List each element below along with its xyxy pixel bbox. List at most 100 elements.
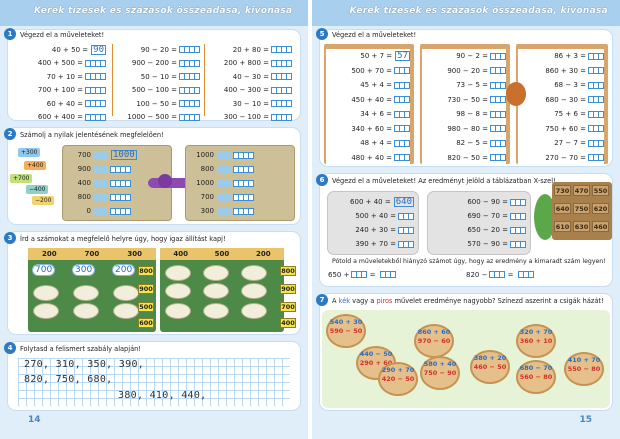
egg-blank[interactable] xyxy=(166,266,190,280)
answer-box[interactable] xyxy=(490,139,506,147)
answer-box[interactable] xyxy=(179,73,200,81)
board-sign[interactable]: 750 xyxy=(573,203,590,214)
answer-box[interactable] xyxy=(394,96,410,104)
answer-box[interactable] xyxy=(490,52,506,60)
answer-box[interactable] xyxy=(588,96,604,104)
answer-box[interactable] xyxy=(588,67,604,75)
answer-box[interactable] xyxy=(179,86,200,94)
equation-row: 1000 − 500 = xyxy=(108,111,200,125)
answer-box[interactable] xyxy=(588,52,604,60)
answer-box[interactable] xyxy=(489,271,506,279)
egg-blank[interactable] xyxy=(204,304,228,318)
answer-box[interactable] xyxy=(271,59,292,67)
answer-box[interactable] xyxy=(110,179,131,187)
answer-box[interactable] xyxy=(179,59,200,67)
board-sign[interactable]: 730 xyxy=(554,185,571,196)
answer-box[interactable] xyxy=(394,81,410,89)
answer-box[interactable] xyxy=(233,179,254,187)
board-sign[interactable]: 620 xyxy=(592,203,609,214)
board-sign[interactable]: 640 xyxy=(554,203,571,214)
red-operation: 420 − 50 xyxy=(381,375,415,383)
egg-blank[interactable] xyxy=(166,304,190,318)
egg-blank[interactable] xyxy=(114,304,138,318)
answer-box[interactable] xyxy=(510,226,526,234)
answer-box[interactable] xyxy=(271,46,292,54)
answer-box[interactable] xyxy=(490,125,506,133)
answer-box[interactable] xyxy=(510,198,526,206)
answer-box[interactable] xyxy=(510,240,526,248)
answer-box[interactable] xyxy=(588,139,604,147)
answer-box[interactable] xyxy=(85,59,106,67)
answer-box[interactable] xyxy=(233,165,254,173)
answer-box[interactable] xyxy=(394,154,410,162)
answer-box[interactable] xyxy=(588,110,604,118)
egg-blank[interactable] xyxy=(242,304,266,318)
answer-box[interactable] xyxy=(85,100,106,108)
board-sign[interactable]: 610 xyxy=(554,221,571,232)
answer-box[interactable] xyxy=(179,46,200,54)
answer-box[interactable] xyxy=(490,110,506,118)
board-sign[interactable]: 460 xyxy=(592,221,609,232)
answer-box[interactable] xyxy=(394,110,410,118)
answer-box[interactable] xyxy=(233,193,254,201)
answer-box[interactable] xyxy=(110,207,131,215)
answer-box[interactable] xyxy=(398,240,414,248)
answer-box[interactable] xyxy=(271,86,292,94)
board-sign[interactable]: 470 xyxy=(573,185,590,196)
answer-box[interactable] xyxy=(110,165,131,173)
answer-box[interactable] xyxy=(394,67,410,75)
answer-box[interactable] xyxy=(379,271,396,279)
answer-box[interactable] xyxy=(271,113,292,121)
red-operation: 560 − 80 xyxy=(519,373,553,381)
answer-box[interactable] xyxy=(588,125,604,133)
answer-box[interactable] xyxy=(85,113,106,121)
answer-box[interactable] xyxy=(233,151,254,159)
answer-box[interactable] xyxy=(85,73,106,81)
squared-grid[interactable] xyxy=(18,358,290,406)
answer-box[interactable] xyxy=(351,271,368,279)
answer-box[interactable] xyxy=(85,86,106,94)
dog-illustration xyxy=(506,82,526,106)
answer-box[interactable] xyxy=(271,100,292,108)
answer-box[interactable] xyxy=(398,212,414,220)
board-sign[interactable]: 550 xyxy=(592,185,609,196)
answer-box[interactable] xyxy=(510,212,526,220)
answer-box[interactable] xyxy=(588,154,604,162)
answer-box[interactable] xyxy=(110,193,131,201)
answer-box[interactable] xyxy=(490,81,506,89)
egg-blank[interactable] xyxy=(204,284,228,298)
answer-box[interactable] xyxy=(394,125,410,133)
answer-box[interactable] xyxy=(398,226,414,234)
egg-blank[interactable] xyxy=(34,304,58,318)
snake-illustration xyxy=(148,178,218,188)
answer-box[interactable] xyxy=(271,73,292,81)
answer-box[interactable] xyxy=(517,271,534,279)
egg-blank[interactable] xyxy=(242,266,266,280)
answer-box[interactable] xyxy=(179,113,200,121)
egg-blank[interactable] xyxy=(74,304,98,318)
egg-blank[interactable] xyxy=(114,286,138,300)
egg-blank[interactable] xyxy=(166,284,190,298)
answer-box[interactable] xyxy=(588,81,604,89)
answer-box[interactable] xyxy=(179,100,200,108)
equation-text: 60 + 40 = xyxy=(46,99,83,108)
answer-box[interactable] xyxy=(394,139,410,147)
egg-blank[interactable] xyxy=(204,266,228,280)
egg-blank[interactable] xyxy=(242,284,266,298)
answer-box[interactable] xyxy=(490,154,506,162)
answer-box[interactable] xyxy=(490,67,506,75)
answer-box[interactable] xyxy=(233,207,254,215)
answer-box[interactable] xyxy=(490,96,506,104)
egg-blank[interactable] xyxy=(74,286,98,300)
egg-blank[interactable] xyxy=(34,286,58,300)
exercise-3-card: 3 Írd a számokat a megfelelő helyre úgy,… xyxy=(4,232,300,334)
board-sign[interactable]: 630 xyxy=(573,221,590,232)
